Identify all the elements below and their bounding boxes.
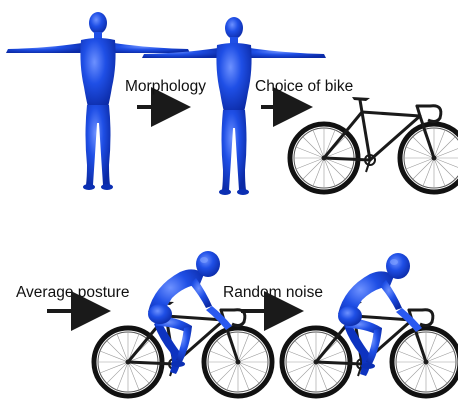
- morphology-label: Morphology: [125, 78, 206, 96]
- average-posture-label: Average posture: [16, 284, 129, 302]
- random-noise-label: Random noise: [223, 284, 323, 302]
- average-posture-cyclist: [94, 251, 272, 396]
- choice-of-bike-label: Choice of bike: [255, 78, 353, 96]
- random-noise-cyclist: [282, 253, 458, 396]
- original-figure: [6, 12, 190, 190]
- bike-icon: [290, 97, 458, 192]
